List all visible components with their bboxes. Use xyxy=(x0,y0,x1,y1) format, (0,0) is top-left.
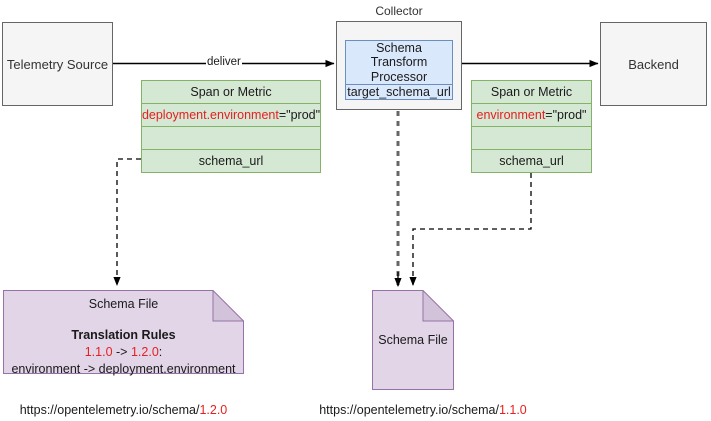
schema-file-left-url-prefix: https://opentelemetry.io/schema/ xyxy=(19,403,200,417)
telemetry-source-label: Telemetry Source xyxy=(6,56,109,72)
span-left-blank-row xyxy=(142,126,320,149)
schema-file-left-fold-icon xyxy=(212,290,244,322)
node-backend[interactable]: Backend xyxy=(600,22,707,106)
schema-file-left-rules: Translation Rules 1.1.0 -> 1.2.0: enviro… xyxy=(3,327,244,378)
rules-arrow: -> xyxy=(112,344,131,359)
edge-right-span-to-schema-file xyxy=(409,173,532,286)
edge-left-span-to-schema-file xyxy=(113,158,141,286)
collector-caption: Collector xyxy=(375,4,423,18)
node-schema-transform-processor[interactable]: Schema Transform Processor target_schema… xyxy=(345,40,453,100)
schema-file-left-header: Schema File xyxy=(88,297,159,311)
processor-title: Schema Transform Processor xyxy=(370,41,428,84)
span-right-header: Span or Metric xyxy=(490,85,573,99)
schema-file-left-rules-mapping: environment -> deployment.environment xyxy=(11,361,236,376)
span-left-attribute-key: deployment.environment xyxy=(141,108,279,122)
schema-file-left-url-version: 1.2.0 xyxy=(199,403,228,417)
span-right-blank-row xyxy=(472,126,591,149)
node-span-or-metric-right[interactable]: Span or Metric environment="prod" schema… xyxy=(471,80,592,173)
schema-file-left-body xyxy=(3,290,244,374)
schema-file-right-url-prefix: https://opentelemetry.io/schema/ xyxy=(319,403,499,417)
span-left-attribute-value: ="prod" xyxy=(278,108,321,122)
span-left-schema-url-row: schema_url xyxy=(142,149,320,172)
span-right-attribute-key: environment xyxy=(476,108,546,122)
schema-file-left-url: https://opentelemetry.io/schema/1.2.0 xyxy=(3,403,244,417)
rules-version-to: 1.2.0 xyxy=(130,344,159,359)
rules-colon: : xyxy=(158,344,163,359)
span-right-attribute-value: ="prod" xyxy=(545,108,587,122)
edge-label-deliver: deliver xyxy=(206,56,242,68)
node-schema-file-right[interactable]: Schema File xyxy=(372,290,454,390)
node-schema-file-left[interactable]: Schema File Translation Rules 1.1.0 -> 1… xyxy=(3,290,244,376)
span-right-attribute: environment="prod" xyxy=(472,103,591,126)
schema-file-right-url-version: 1.1.0 xyxy=(498,403,527,417)
schema-file-left-rules-title: Translation Rules xyxy=(71,328,176,342)
backend-label: Backend xyxy=(628,56,679,72)
node-span-or-metric-left[interactable]: Span or Metric deployment.environment="p… xyxy=(141,80,321,173)
rules-version-from: 1.1.0 xyxy=(84,344,113,359)
schema-file-right-url: https://opentelemetry.io/schema/1.1.0 xyxy=(303,403,543,417)
schema-file-right-header: Schema File xyxy=(378,333,448,347)
schema-file-right-fold-icon xyxy=(422,290,454,322)
processor-target-schema-url-row: target_schema_url xyxy=(346,84,452,100)
span-left-attribute: deployment.environment="prod" xyxy=(142,103,320,126)
span-right-schema-url-row: schema_url xyxy=(472,149,591,172)
schema-file-left-rules-versions: 1.1.0 -> 1.2.0: xyxy=(3,344,244,361)
span-left-header: Span or Metric xyxy=(190,85,272,99)
node-telemetry-source[interactable]: Telemetry Source xyxy=(2,22,113,106)
